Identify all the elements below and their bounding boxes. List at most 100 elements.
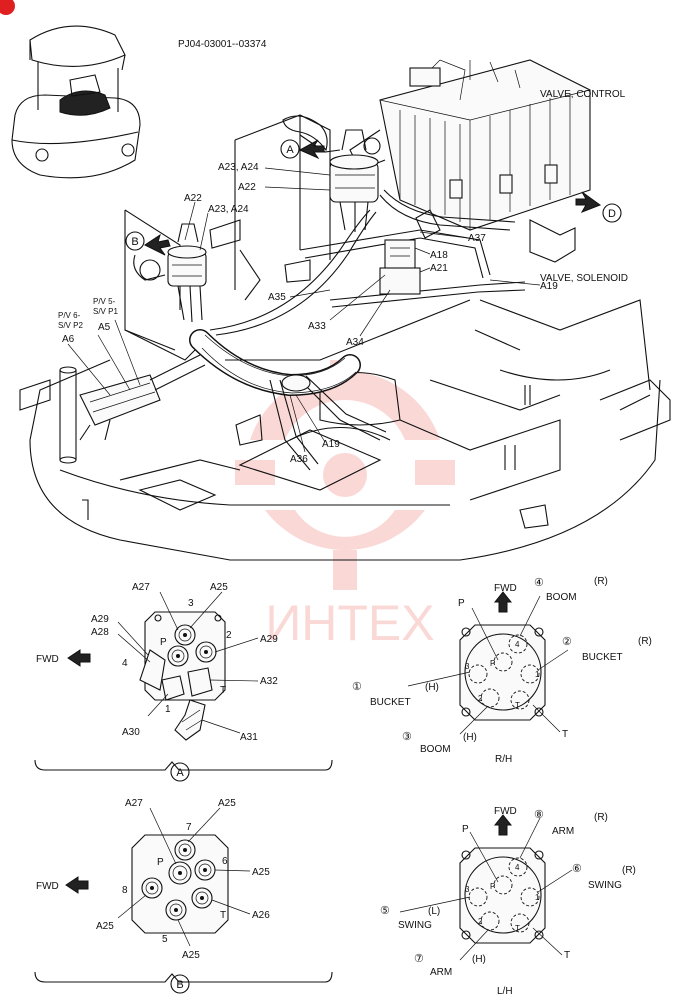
lh-inner-4: 4 [515,863,520,872]
lh-swing-r: SWING [588,880,622,891]
lh-r1: (R) [594,812,608,823]
rh-boom-h: BOOM [420,744,451,755]
lh-inner-2: 2 [478,917,483,926]
label-a21: A21 [430,263,448,274]
detail-a-a29-right: A29 [260,634,278,645]
corner-badge [0,0,15,15]
rh-inner-3: 3 [465,662,470,671]
lh-arm-r: ARM [552,826,574,837]
rh-port-p: P [458,598,465,609]
main-assembly: A B D VALVE, CONTROL VALVE, SOLENOID A23… [19,59,671,561]
label-pv6: P/V 6- [58,311,81,320]
pilot-valve-b [167,223,207,323]
label-valve-control: VALVE, CONTROL [540,89,626,100]
lh-port-p: P [462,824,469,835]
solenoid-block-left [19,354,206,520]
detail-b-port-8: 8 [122,885,128,896]
detail-a-a29-left: A29 [91,614,109,625]
view-b-circle [125,231,145,251]
view-b-arrow [144,233,171,256]
lh-arm-h: ARM [430,967,452,978]
doc-code: PJ04-03001--03374 [178,39,267,50]
rh-r1: (R) [594,576,608,587]
detail-b-a26: A26 [252,910,270,921]
lh-inner-p: P [490,882,495,891]
label-a22-top: A22 [238,182,256,193]
lh-c8: ⑧ [534,809,544,821]
lh-l1: (L) [428,906,440,917]
detail-a-a28: A28 [91,627,109,638]
detail-b-fwd-arrow [65,876,89,894]
rh-fwd: FWD [494,583,517,594]
detail-a-caption: A [176,767,184,779]
view-a-circle [280,139,300,159]
detail-a-port-3: 3 [188,598,194,609]
label-pv5: P/V 5- [93,297,116,306]
lh-controller: 4 1 P 3 2 T FWD P T ⑧ ARM (R) ⑥ SWING (R… [380,806,636,997]
view-d-arrow [575,191,602,213]
detail-a-fwd: FWD [36,654,59,665]
detail-a-a32: A32 [260,676,278,687]
rh-c4: ④ [534,577,544,589]
rh-inner-2: 2 [478,694,483,703]
watermark-text: ИНТЕХ [265,595,434,651]
label-a18: A18 [430,250,448,261]
pilot-valve-a [329,129,379,232]
rh-c1: ① [352,681,362,693]
lh-swing-l: SWING [398,920,432,931]
rh-bucket-h: BUCKET [370,697,411,708]
lh-fwd-arrow [493,814,513,836]
detail-a-a31: A31 [240,732,258,743]
label-a36: A36 [290,454,308,465]
rh-inner-4: 4 [515,640,520,649]
label-sv-p1: S/V P1 [93,307,118,316]
detail-b-port-6: 6 [222,856,228,867]
label-a19-center: A19 [322,439,340,450]
label-a6: A6 [62,334,75,345]
rh-port-t: T [562,729,568,740]
label-a34: A34 [346,337,364,348]
label-sv-p2: S/V P2 [58,321,83,330]
detail-b-fwd: FWD [36,881,59,892]
view-b-letter: B [131,236,138,248]
lh-c5: ⑤ [380,905,390,917]
machine-thumbnail [11,25,141,179]
label-valve-solenoid: VALVE, SOLENOID [540,273,628,284]
detail-b: FWD 7 6 P 8 T 5 A27 A25 A25 A25 A26 A25 … [34,798,333,994]
rh-boom-r: BOOM [546,592,577,603]
rh-bucket-r: BUCKET [582,652,623,663]
rh-r2: (R) [638,636,652,647]
label-a33: A33 [308,321,326,332]
detail-b-a25-top: A25 [218,798,236,809]
detail-a-port-2: 2 [226,630,232,641]
lh-r2: (R) [622,865,636,876]
view-a-letter: A [286,144,294,156]
lh-c6: ⑥ [572,863,582,875]
detail-b-a27: A27 [125,798,143,809]
view-d-letter: D [608,208,616,220]
detail-b-caption: B [176,979,183,991]
lh-inner-t: T [515,924,520,933]
rh-fwd-arrow [493,591,513,613]
rh-inner-1: 1 [535,670,540,679]
detail-b-port-5: 5 [162,934,168,945]
detail-b-port-7: 7 [186,822,192,833]
label-a19-right: A19 [540,281,558,292]
rh-caption: R/H [495,754,512,765]
rh-h1: (H) [425,682,439,693]
lh-port-t: T [564,950,570,961]
label-a5: A5 [98,322,111,333]
detail-a-a27: A27 [132,582,150,593]
label-a23-a24-left: A23, A24 [208,204,249,215]
detail-b-a25-bottom: A25 [182,950,200,961]
label-a35: A35 [268,292,286,303]
rh-c3: ③ [402,731,412,743]
lh-h1: (H) [472,954,486,965]
detail-a-port-4: 4 [122,658,128,669]
detail-a-port-p: P [160,637,167,648]
lh-inner-3: 3 [465,885,470,894]
detail-b-port-p: P [157,857,164,868]
detail-b-a25-right: A25 [252,867,270,878]
